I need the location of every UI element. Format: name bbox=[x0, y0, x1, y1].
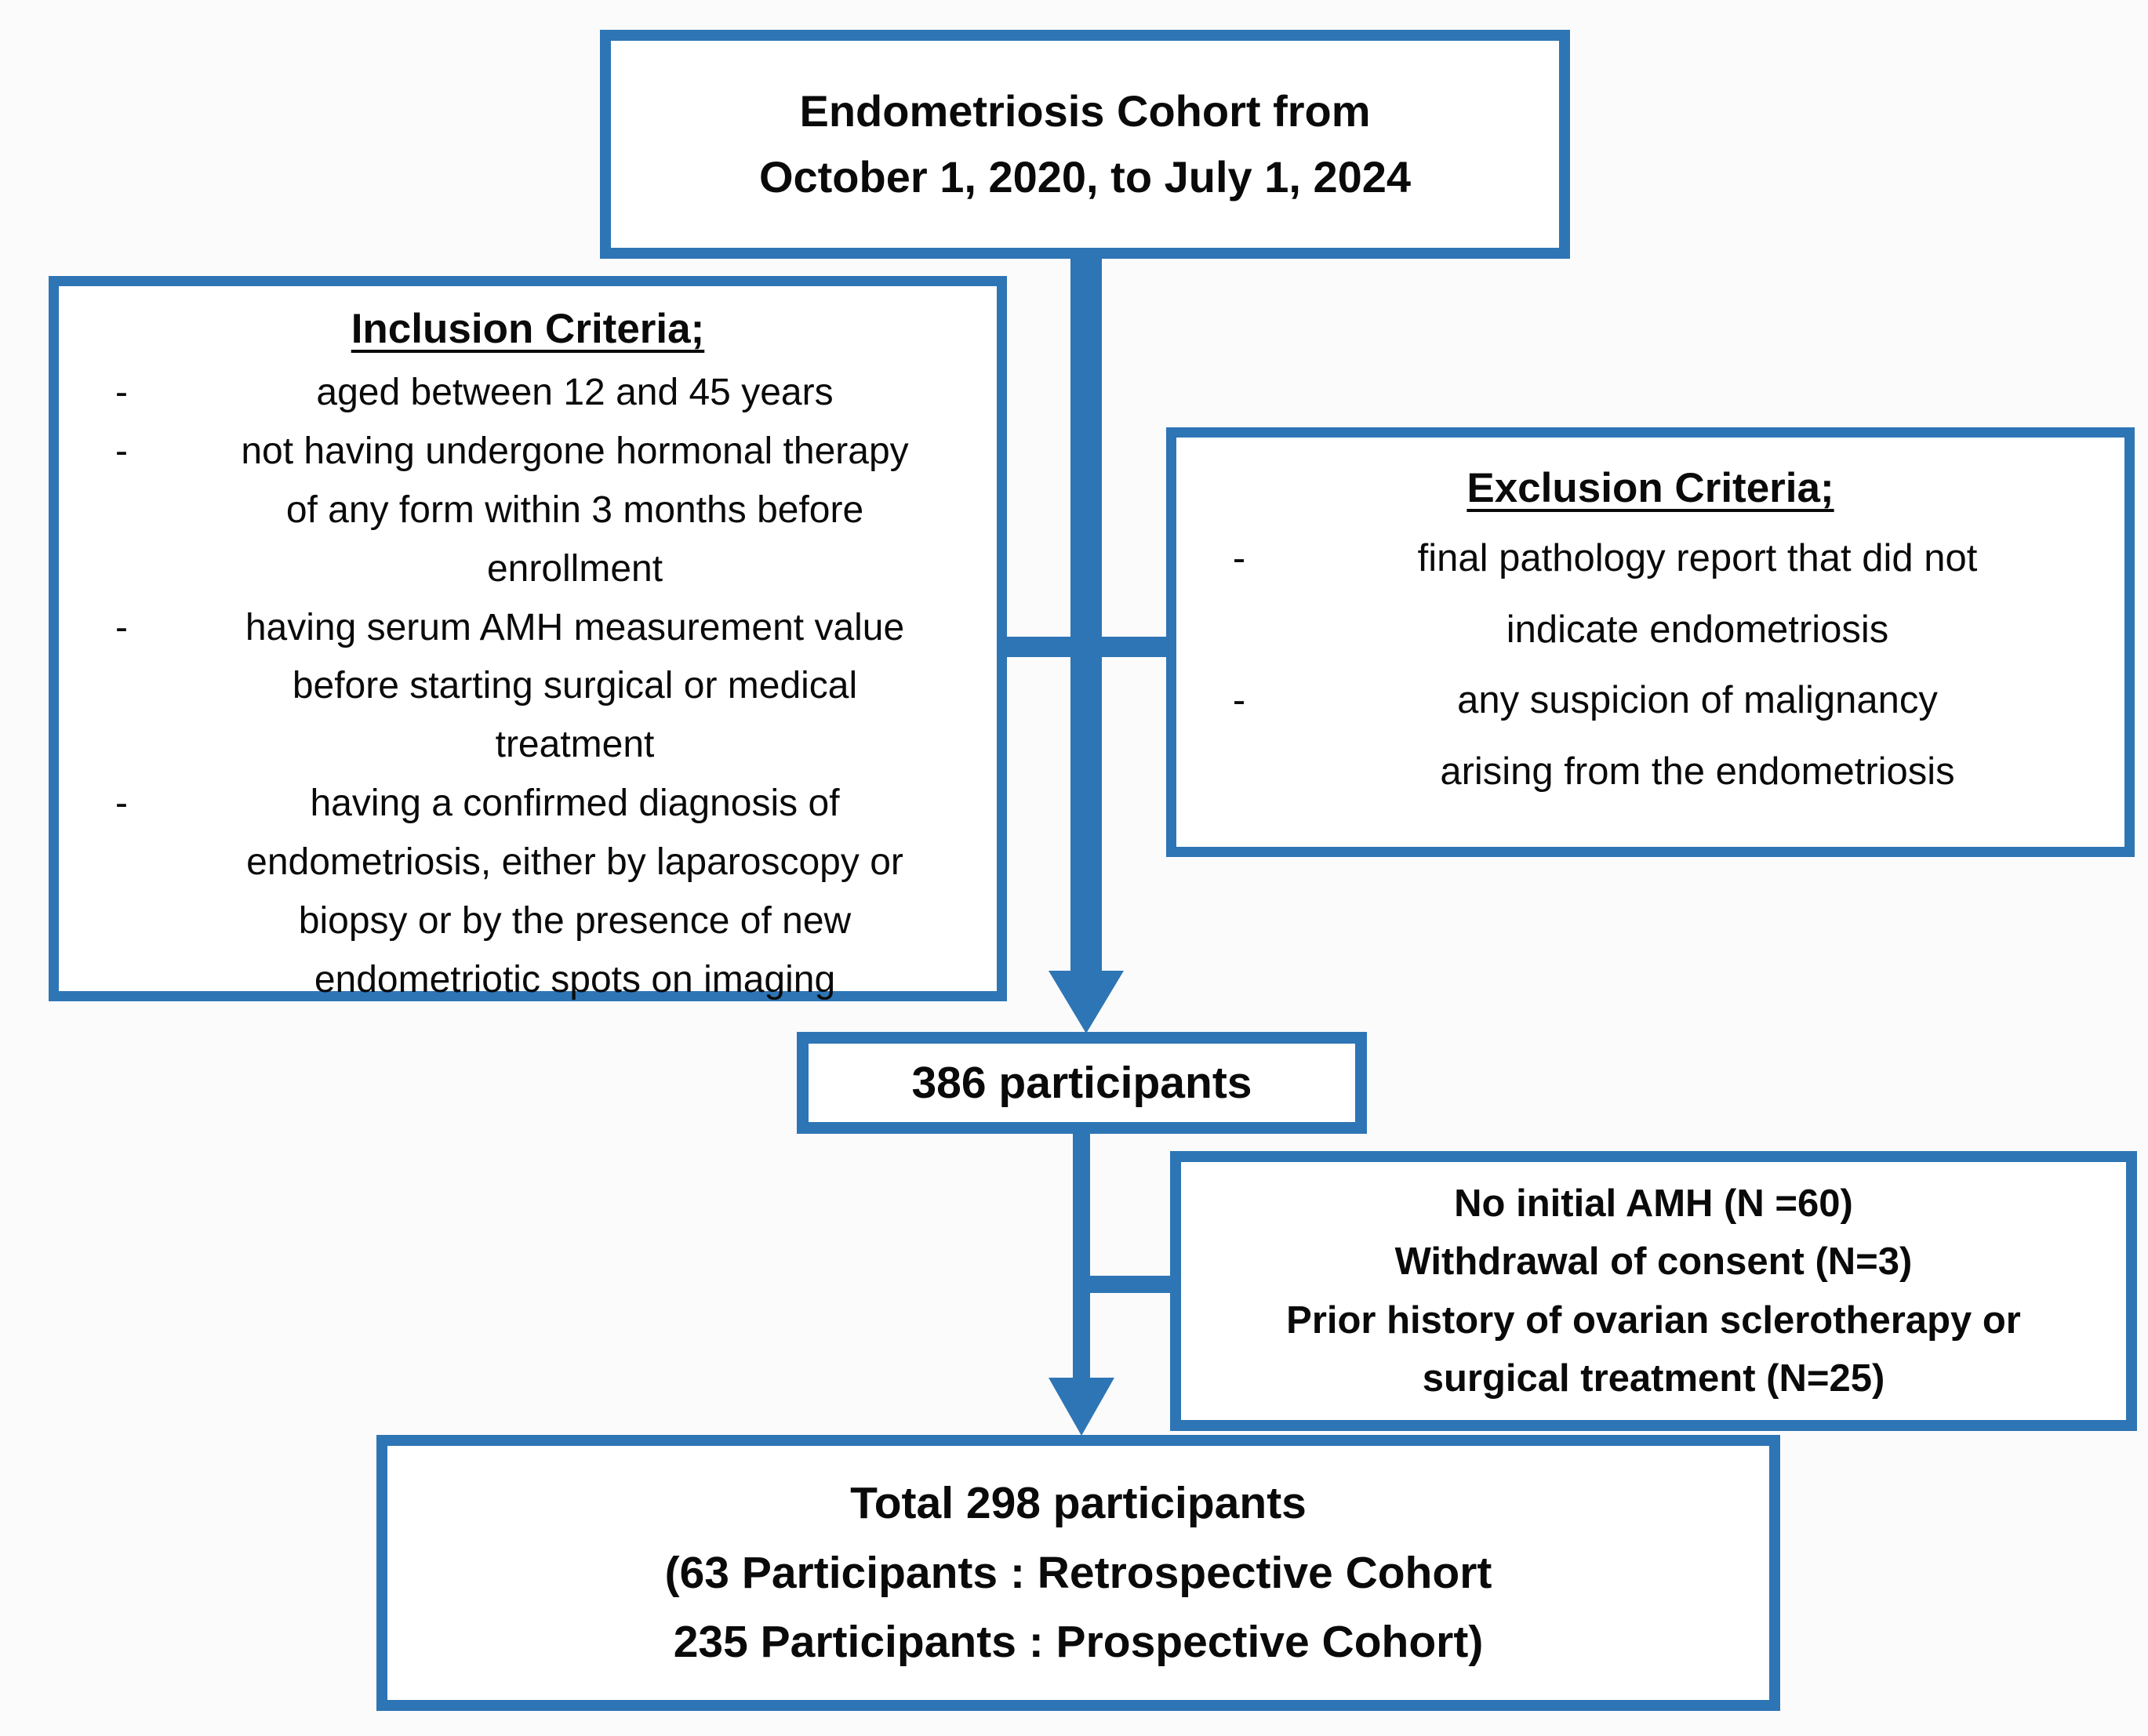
criteria-item-text: having a confirmed diagnosis of endometr… bbox=[246, 783, 903, 1001]
criteria-item-text: having serum AMH measurement value befor… bbox=[245, 606, 905, 766]
participants-label: 386 participants bbox=[911, 1058, 1252, 1108]
dropout-box: No initial AMH (N =60) Withdrawal of con… bbox=[1170, 1151, 2137, 1431]
cohort-box: Endometriosis Cohort from October 1, 202… bbox=[600, 30, 1570, 259]
criteria-item: - having serum AMH measurement value bef… bbox=[75, 599, 981, 775]
participants-count-box: 386 participants bbox=[797, 1032, 1367, 1134]
criteria-item-text: final pathology report that did not indi… bbox=[1417, 537, 1978, 651]
exclusion-criteria-box: Exclusion Criteria; - final pathology re… bbox=[1166, 427, 2135, 857]
inclusion-criteria-box: Inclusion Criteria; - aged between 12 an… bbox=[49, 276, 1007, 1001]
hyphen-marker: - bbox=[115, 783, 128, 825]
inclusion-title: Inclusion Criteria; bbox=[351, 306, 705, 352]
hyphen-marker: - bbox=[115, 606, 128, 648]
dropout-line: Withdrawal of consent (N=3) bbox=[1394, 1240, 1913, 1284]
connector-participants-to-total bbox=[1073, 1134, 1090, 1378]
dropout-line: No initial AMH (N =60) bbox=[1454, 1182, 1853, 1225]
cohort-line-2: October 1, 2020, to July 1, 2024 bbox=[758, 152, 1412, 202]
total-line-3: 235 Participants : Prospective Cohort) bbox=[673, 1617, 1484, 1668]
hyphen-marker: - bbox=[115, 372, 128, 413]
criteria-item-text: aged between 12 and 45 years bbox=[316, 372, 834, 413]
arrow-down-icon bbox=[1049, 971, 1124, 1033]
dropout-line: Prior history of ovarian sclerotherapy o… bbox=[1286, 1298, 2021, 1400]
criteria-item: - any suspicion of malignancy arising fr… bbox=[1192, 665, 2109, 807]
connector-top-to-participants bbox=[1070, 259, 1102, 972]
total-box: Total 298 participants (63 Participants … bbox=[376, 1435, 1780, 1711]
hyphen-marker: - bbox=[1232, 537, 1246, 579]
criteria-connector-line bbox=[1007, 637, 1166, 657]
arrow-down-icon bbox=[1049, 1378, 1114, 1436]
exclusion-title: Exclusion Criteria; bbox=[1467, 465, 1834, 511]
criteria-item-text: not having undergone hormonal therapy of… bbox=[241, 430, 909, 590]
criteria-item: - final pathology report that did not in… bbox=[1192, 523, 2109, 665]
total-line-1: Total 298 participants bbox=[850, 1478, 1307, 1529]
cohort-line-1: Endometriosis Cohort from bbox=[799, 86, 1371, 136]
hyphen-marker: - bbox=[1232, 679, 1246, 722]
criteria-item: - not having undergone hormonal therapy … bbox=[75, 423, 981, 599]
hyphen-marker: - bbox=[115, 430, 128, 472]
criteria-item: - having a confirmed diagnosis of endome… bbox=[75, 775, 981, 1010]
criteria-item-text: any suspicion of malignancy arising from… bbox=[1440, 679, 1955, 793]
dropout-connector-line bbox=[1081, 1276, 1172, 1293]
criteria-item: - aged between 12 and 45 years bbox=[75, 364, 981, 423]
total-line-2: (63 Participants : Retrospective Cohort bbox=[664, 1547, 1492, 1598]
